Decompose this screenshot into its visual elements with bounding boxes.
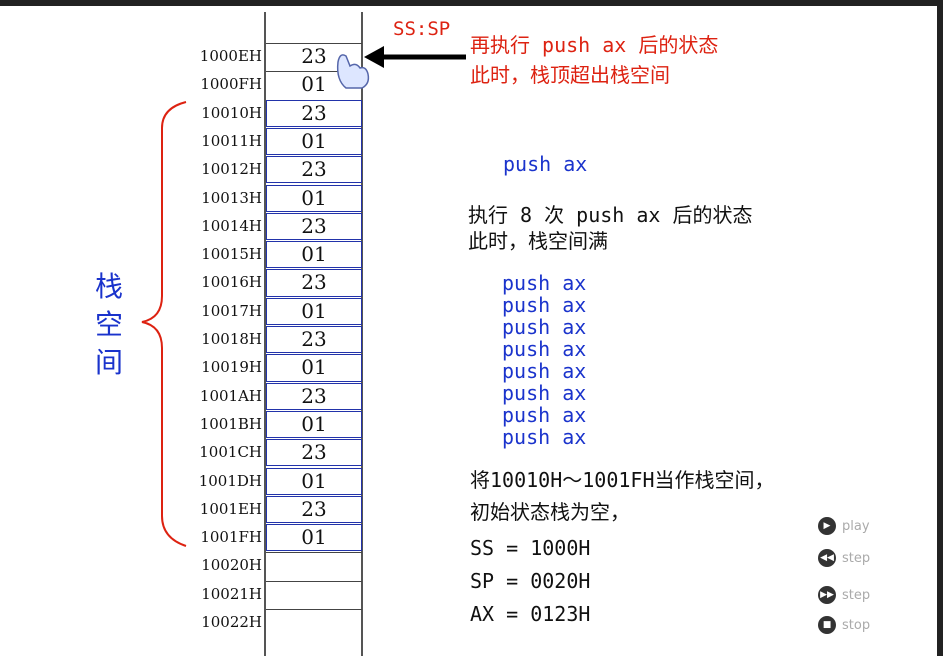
register-ax: AX = 0123H xyxy=(470,602,591,626)
memory-address: 10016H xyxy=(201,273,262,292)
memory-address: 1000FH xyxy=(200,75,262,94)
right-border xyxy=(937,0,943,656)
memory-address: 10015H xyxy=(201,245,262,264)
memory-address: 1001CH xyxy=(199,443,262,462)
full-line-2: 此时，栈空间满 xyxy=(468,229,608,253)
top-border xyxy=(0,0,943,6)
memory-address: 10011H xyxy=(201,131,262,150)
memory-cell xyxy=(266,580,362,608)
stop-icon: ■ xyxy=(818,616,836,634)
memory-address: 1001BH xyxy=(199,414,262,433)
register-ss: SS = 1000H xyxy=(470,536,591,560)
memory-cell: 23 xyxy=(266,326,362,354)
memory-cell: 23 xyxy=(266,495,362,524)
register-sp: SP = 0020H xyxy=(470,569,591,593)
init-line-1: 将10010H～1001FH当作栈空间， xyxy=(470,468,775,492)
play-icon: ▶ xyxy=(818,517,836,535)
push-instruction: push ax xyxy=(502,315,587,339)
memory-address: 10010H xyxy=(201,103,262,122)
stack-label-char-3: 间 xyxy=(94,346,123,379)
stop-button[interactable]: ■ stop xyxy=(818,615,870,635)
register-values: SS = 1000H SP = 0020H AX = 0123H xyxy=(470,532,590,631)
push-instruction: push ax xyxy=(502,293,587,317)
stack-label-char-2: 空 xyxy=(94,308,123,341)
step-forward-label: step xyxy=(842,587,871,603)
stop-label: stop xyxy=(842,617,871,633)
memory-column-left-line xyxy=(264,12,266,656)
memory-address: 10021H xyxy=(201,584,262,603)
rewind-icon: ◀◀ xyxy=(818,549,836,567)
memory-address: 10014H xyxy=(201,216,262,235)
full-stack-description: 执行 8 次 push ax 后的状态 此时，栈空间满 xyxy=(468,202,753,254)
memory-cell: 01 xyxy=(266,184,362,212)
memory-address: 1001AH xyxy=(199,386,262,405)
memory-cell: 01 xyxy=(266,410,362,439)
memory-address: 10012H xyxy=(201,160,262,179)
memory-address: 1001EH xyxy=(199,499,262,518)
memory-cell: 23 xyxy=(266,212,362,241)
overflow-line-2: 此时，栈顶超出栈空间 xyxy=(470,63,670,87)
stack-label-char-1: 栈 xyxy=(94,270,123,303)
push-instruction: push ax xyxy=(502,359,587,383)
step-back-button[interactable]: ◀◀ step xyxy=(818,548,870,568)
memory-address: 10018H xyxy=(201,330,262,348)
push-instruction: push ax xyxy=(502,403,587,427)
memory-address: 1000EH xyxy=(199,47,262,65)
memory-cell xyxy=(266,552,362,579)
memory-cell: 01 xyxy=(266,354,362,382)
initial-description: 将10010H～1001FH当作栈空间， 初始状态栈为空， xyxy=(470,464,775,528)
overflow-description: 再执行 push ax 后的状态 此时，栈顶超出栈空间 xyxy=(470,30,718,90)
memory-address: 10013H xyxy=(201,188,262,207)
push-instruction: push ax xyxy=(502,381,587,405)
memory-cell: 01 xyxy=(266,241,362,269)
push-instruction: push ax xyxy=(502,425,587,449)
memory-address: 10017H xyxy=(201,301,262,320)
memory-cell: 23 xyxy=(266,382,362,410)
play-button[interactable]: ▶ play xyxy=(818,516,870,536)
memory-cell: 01 xyxy=(266,467,362,495)
push-instruction: push ax xyxy=(502,271,587,295)
memory-address: 1001FH xyxy=(200,528,262,547)
memory-cell: 23 xyxy=(266,156,362,184)
memory-cell xyxy=(266,609,362,636)
step-back-label: step xyxy=(842,550,871,566)
memory-cell: 01 xyxy=(266,297,362,325)
push-instruction: push ax xyxy=(502,337,587,361)
memory-cell: 01 xyxy=(266,71,362,98)
memory-cell: 23 xyxy=(266,43,362,70)
step-forward-button[interactable]: ▶▶ step xyxy=(818,585,870,605)
full-line-1: 执行 8 次 push ax 后的状态 xyxy=(468,203,753,227)
single-push-instruction: push ax xyxy=(503,152,588,176)
memory-address: 10020H xyxy=(201,556,262,575)
play-label: play xyxy=(842,518,870,534)
pointer-label: SS:SP xyxy=(393,18,451,40)
stack-space-label: 栈 空 间 xyxy=(92,268,126,382)
memory-address: 10022H xyxy=(201,613,262,631)
memory-cell: 23 xyxy=(266,99,362,127)
memory-cell: 01 xyxy=(266,127,362,156)
memory-cell: 23 xyxy=(266,439,362,467)
memory-address: 1001DH xyxy=(198,471,262,490)
overflow-line-1: 再执行 push ax 后的状态 xyxy=(470,33,719,57)
memory-cell: 23 xyxy=(266,269,362,297)
memory-column-right-line xyxy=(361,12,363,656)
init-line-2: 初始状态栈为空， xyxy=(470,500,630,524)
memory-address: 10019H xyxy=(201,358,262,377)
fast-forward-icon: ▶▶ xyxy=(818,586,836,604)
memory-cell: 01 xyxy=(266,524,362,552)
